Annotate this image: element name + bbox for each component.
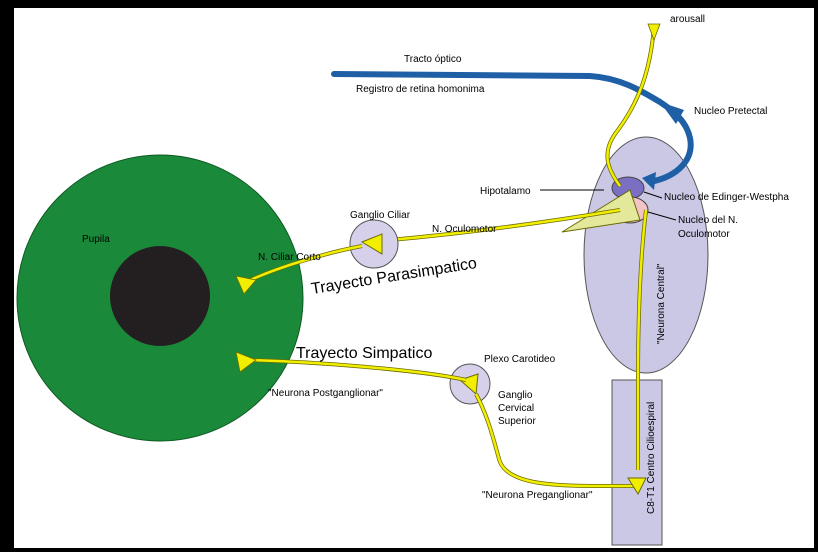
- label-retina-record: Registro de retina homonima: [356, 84, 485, 95]
- label-oculomotor-nucleus-2: Oculomotor: [678, 229, 730, 240]
- label-central-neuron: "Neurona Central": [656, 263, 667, 344]
- label-cervical-1: Ganglio: [498, 390, 533, 401]
- pupil: [110, 246, 210, 346]
- label-optic-tract: Tracto óptico: [404, 54, 462, 65]
- label-preganglionic: "Neurona Preganglionar": [482, 490, 593, 501]
- label-ciliospinal: C8-T1 Centro Cilioespiral: [646, 402, 657, 514]
- label-oculomotor-nerve: N. Oculomotor: [432, 224, 497, 235]
- label-edinger: Nucleo de Edinger-Westpha: [664, 192, 789, 203]
- label-carotid-plexus: Plexo Carotideo: [484, 354, 556, 365]
- label-postganglionic: "Neurona Postganglionar": [268, 388, 383, 399]
- label-oculomotor-nucleus-1: Nucleo del N.: [678, 215, 738, 226]
- label-hypothalamus: Hipotalamo: [480, 186, 531, 197]
- label-arousal: arousall: [670, 14, 705, 25]
- label-pretectal: Nucleo Pretectal: [694, 106, 767, 117]
- label-sympathetic: Trayecto Simpatico: [296, 345, 432, 362]
- label-cervical-2: Cervical: [498, 403, 534, 414]
- label-pupil: Pupila: [82, 234, 110, 245]
- label-cervical-3: Superior: [498, 416, 536, 427]
- label-ciliary-ganglion: Ganglio Ciliar: [350, 210, 411, 221]
- label-short-ciliary: N. Ciliar Corto: [258, 252, 321, 263]
- brainstem-region: [584, 137, 708, 373]
